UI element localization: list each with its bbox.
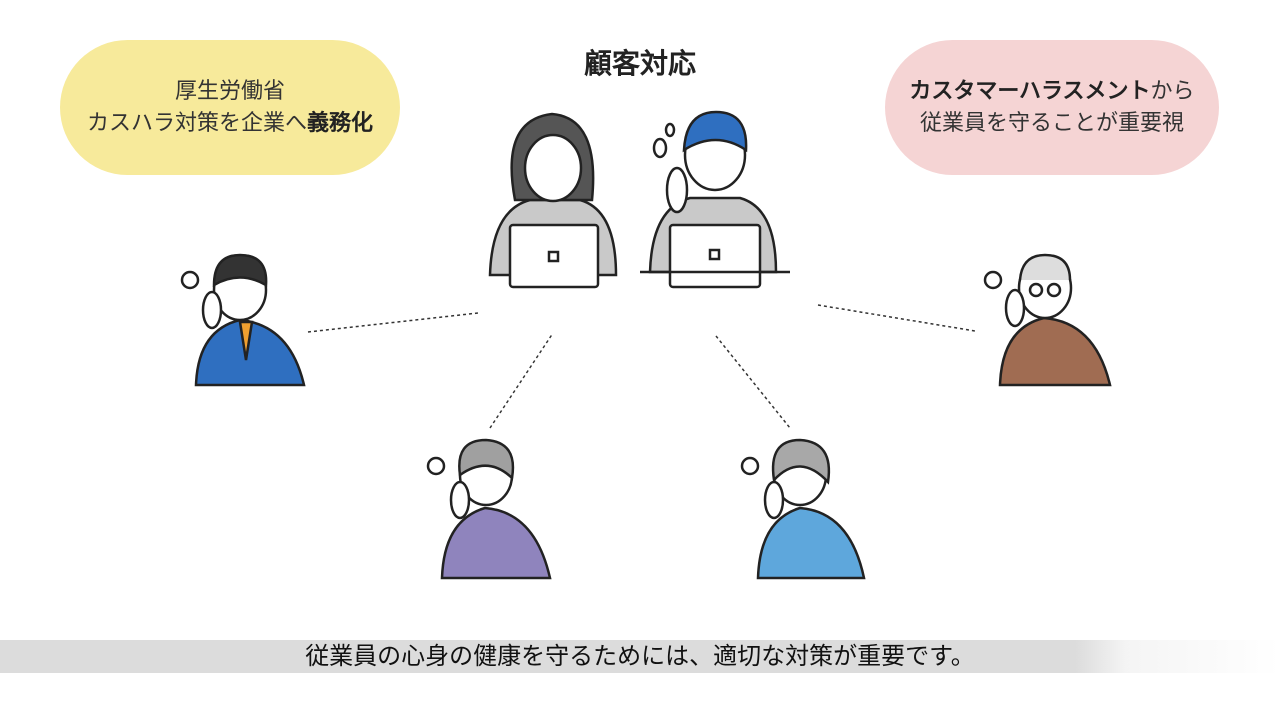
customer-businessman (180, 253, 306, 387)
subtitle-band (0, 640, 1280, 673)
connection-line (489, 332, 554, 429)
left-info-bubble: 厚生労働省 カスハラ対策を企業へ義務化 (60, 40, 400, 175)
male-operator (640, 110, 790, 289)
right-bubble-line2: 従業員を守ることが重要視 (919, 110, 1184, 136)
right-bubble-line1: カスタマーハラスメントから (909, 76, 1194, 108)
connection-line (817, 304, 976, 332)
customer-elderly-woman-purple (426, 438, 552, 580)
right-info-bubble: カスタマーハラスメントから 従業員を守ることが重要視 (885, 40, 1219, 175)
subtitle-caption: 従業員の心身の健康を守るためには、適切な対策が重要です。 (305, 642, 975, 670)
customer-elderly-man (983, 253, 1112, 387)
left-bubble-line1: 厚生労働省 (174, 78, 285, 104)
connection-line (307, 312, 479, 333)
connection-lines (307, 304, 976, 429)
left-bubble-line2-bold: 義務化 (307, 110, 374, 136)
customer-elderly-woman-blue (740, 438, 866, 580)
left-bubble-line2: カスハラ対策を企業へ義務化 (87, 108, 373, 140)
left-bubble-line2-regular: カスハラ対策を企業へ (86, 110, 307, 136)
female-operator (488, 112, 618, 289)
page-title: 顧客対応 (583, 47, 696, 80)
customer-service-illustration (180, 110, 1112, 580)
right-bubble-line1-bold: カスタマーハラスメント (909, 78, 1151, 104)
right-bubble-line1-regular: から (1150, 78, 1195, 104)
connection-line (715, 335, 791, 429)
